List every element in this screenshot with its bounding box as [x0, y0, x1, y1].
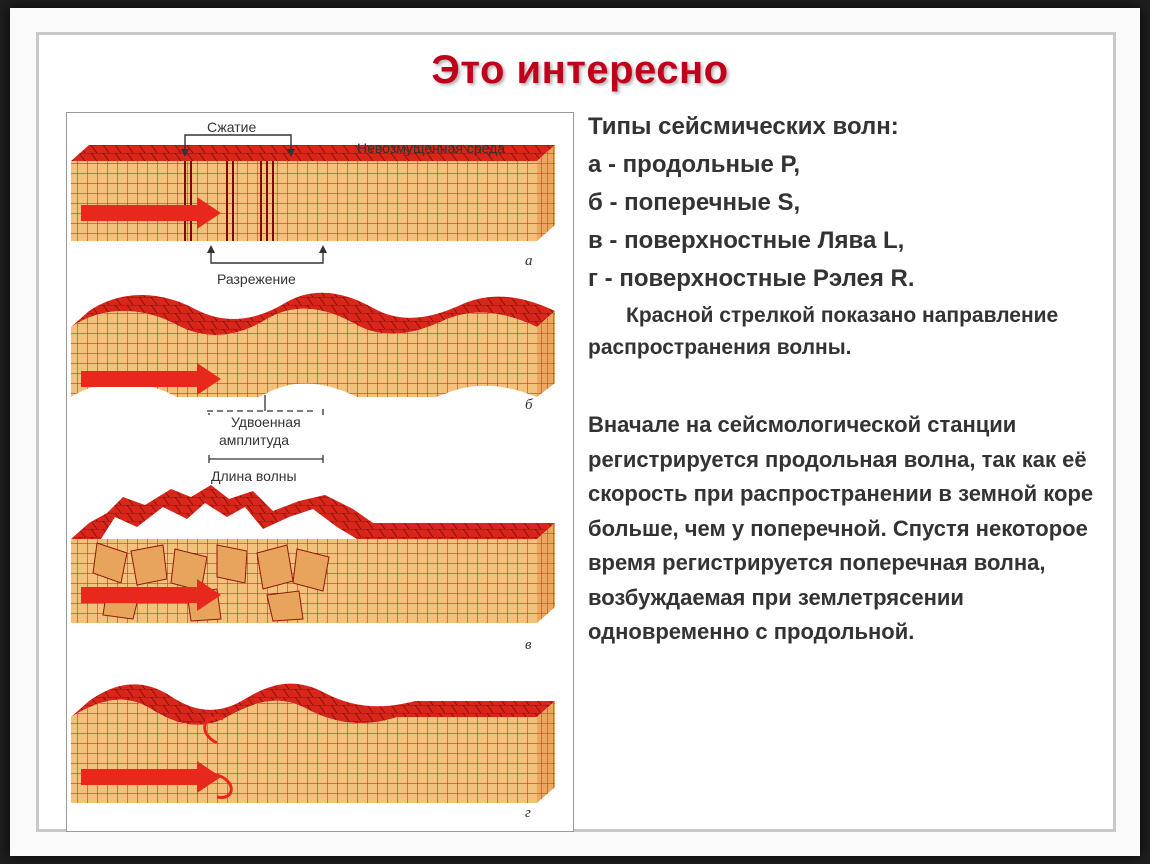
description-column: Типы сейсмических волн: а - продольные P… — [588, 108, 1108, 650]
panel-c-direction-arrow-icon — [81, 579, 221, 611]
panel-letter-d: г — [525, 805, 531, 821]
label-wavelength: Длина волны — [211, 468, 297, 484]
type-b-line: б - поперечные S, — [588, 189, 801, 216]
panel-c-love-wave — [71, 485, 555, 623]
panel-letter-c: в — [525, 637, 532, 653]
type-a-line: а - продольные P, — [588, 151, 801, 178]
label-double-amplitude-2: амплитуда — [219, 432, 289, 448]
slide-title: Это интересно — [431, 48, 729, 92]
panel-b-s-wave — [71, 292, 555, 463]
explanation-paragraph: Вначале на сейсмологической станции реги… — [588, 412, 1094, 644]
label-undisturbed: Невозмущенная среда — [357, 140, 505, 156]
panel-letter-b: б — [525, 397, 533, 413]
panel-b-direction-arrow-icon — [81, 363, 221, 395]
panel-a-p-wave — [71, 134, 555, 264]
panel-d-rayleigh-wave — [71, 683, 555, 803]
arrow-note-text: Красной стрелкой показано направление ра… — [588, 304, 1059, 359]
arrow-note: Красной стрелкой показано направление ра… — [588, 300, 1108, 364]
label-double-amplitude-1: Удвоенная — [231, 414, 301, 430]
seismic-waves-figure: Сжатие Невозмущенная среда Разрежение Уд… — [66, 112, 574, 832]
panel-a-direction-arrow-icon — [81, 197, 221, 229]
label-rarefaction: Разрежение — [217, 271, 296, 287]
type-c-line: в - поверхностные Лява L, — [588, 227, 905, 254]
type-d-line: г - поверхностные Рэлея R. — [588, 265, 915, 292]
panel-letter-a: а — [525, 253, 533, 269]
types-heading: Типы сейсмических волн: — [588, 113, 899, 140]
label-compression: Сжатие — [207, 119, 256, 135]
panel-d-direction-arrow-icon — [81, 761, 221, 793]
